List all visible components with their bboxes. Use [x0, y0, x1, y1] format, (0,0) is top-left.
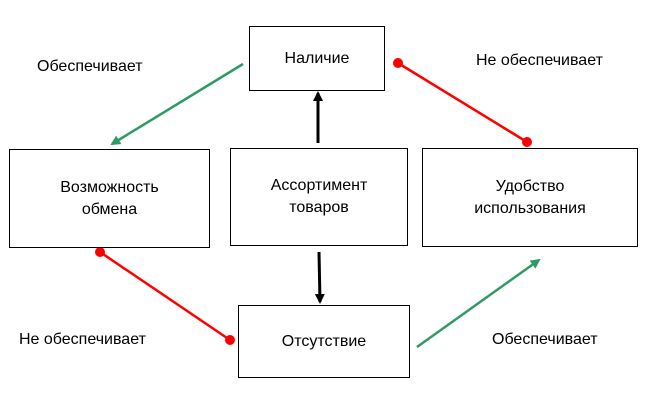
- edge-end-dot: [522, 137, 532, 147]
- node-presence-label: Наличие: [284, 49, 350, 67]
- node-presence: Наличие: [249, 26, 385, 91]
- edge-presence-to-convenience: [397, 61, 528, 144]
- edge-absence-to-convenience: [416, 258, 541, 349]
- edge-presence-to-exchange: [110, 62, 244, 146]
- node-absence: Отсутствие: [238, 305, 410, 378]
- node-exchange-label: Возможность обмена: [60, 178, 159, 218]
- edge-label-not-provides-bottom: Не обеспечивает: [19, 331, 146, 348]
- node-absence-label: Отсутствие: [281, 332, 367, 350]
- edge-exchange-to-absence: [99, 250, 231, 342]
- node-convenience: Удобство использования: [422, 148, 638, 247]
- edge-label-provides-top: Обеспечивает: [37, 58, 143, 75]
- node-assortment-label: Ассортимент товаров: [270, 177, 368, 216]
- edge-label-not-provides-top: Не обеспечивает: [476, 52, 603, 69]
- edge-label-provides-bottom: Обеспечивает: [492, 331, 598, 348]
- node-exchange-possibility: Возможность обмена: [9, 149, 210, 248]
- node-convenience-label: Удобство использования: [474, 177, 586, 217]
- edge-end-dot: [393, 58, 403, 68]
- edge-end-dot: [95, 247, 105, 257]
- node-assortment: Ассортимент товаров: [230, 148, 408, 246]
- edge-assortment-to-absence: [314, 251, 325, 304]
- edge-end-dot: [225, 335, 235, 345]
